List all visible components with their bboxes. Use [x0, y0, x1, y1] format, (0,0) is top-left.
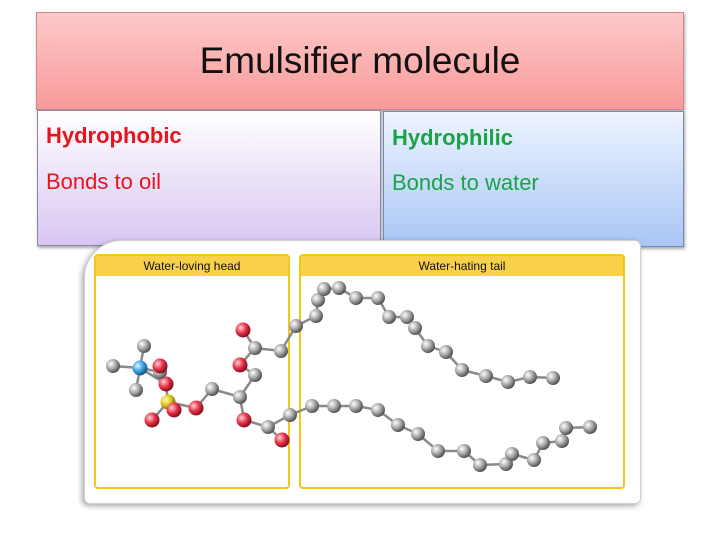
nitrogen-atom: [132, 360, 148, 376]
hydrophobic-heading: Hydrophobic: [46, 123, 182, 148]
carbon-atom: [289, 319, 303, 333]
carbon-atom: [129, 383, 143, 397]
oxygen-atom: [188, 400, 204, 416]
carbon-atom: [559, 421, 573, 435]
oxygen-atom: [158, 376, 174, 392]
carbon-atom: [327, 399, 341, 413]
oxygen-atom: [152, 358, 168, 374]
carbon-atom: [391, 418, 405, 432]
carbon-atom: [205, 382, 219, 396]
carbon-atom: [233, 390, 247, 404]
carbon-atom: [283, 408, 297, 422]
carbon-atom: [261, 420, 275, 434]
title-box: Emulsifier molecule: [36, 12, 684, 110]
molecule-bonds: [112, 286, 591, 467]
slide-title: Emulsifier molecule: [199, 40, 521, 81]
carbon-atom: [501, 375, 515, 389]
oxygen-atom: [235, 322, 251, 338]
carbon-atom: [371, 403, 385, 417]
carbon-atom: [527, 453, 541, 467]
head-panel-label: Water-loving head: [96, 256, 288, 276]
carbon-atom: [408, 321, 422, 335]
carbon-atom: [479, 369, 493, 383]
oxygen-atom: [236, 412, 252, 428]
oxygen-atom: [144, 412, 160, 428]
carbon-atom: [349, 291, 363, 305]
tail-panel-label: Water-hating tail: [301, 256, 623, 276]
carbon-atom: [248, 341, 262, 355]
carbon-atom: [274, 344, 288, 358]
carbon-atom: [523, 370, 537, 384]
carbon-atom: [106, 359, 120, 373]
carbon-atom: [332, 281, 346, 295]
carbon-atom: [583, 420, 597, 434]
hydrophobic-text: Bonds to oil: [46, 169, 161, 194]
carbon-atom: [505, 447, 519, 461]
carbon-atom: [473, 458, 487, 472]
molecule-atoms: [106, 281, 597, 472]
hydrophilic-box: Hydrophilic Bonds to water: [383, 111, 684, 247]
carbon-atom: [309, 309, 323, 323]
carbon-atom: [536, 436, 550, 450]
carbon-atom: [457, 444, 471, 458]
carbon-atom: [137, 339, 151, 353]
carbon-atom: [555, 434, 569, 448]
carbon-atom: [421, 339, 435, 353]
carbon-atom: [411, 427, 425, 441]
hydrophilic-heading: Hydrophilic: [392, 125, 514, 150]
carbon-atom: [371, 291, 385, 305]
carbon-atom: [311, 293, 325, 307]
carbon-atom: [317, 282, 331, 296]
carbon-atom: [400, 310, 414, 324]
carbon-atom: [305, 399, 319, 413]
carbon-atom: [455, 363, 469, 377]
carbon-atom: [439, 345, 453, 359]
oxygen-atom: [232, 357, 248, 373]
hydrophilic-text: Bonds to water: [392, 170, 539, 195]
carbon-atom: [382, 310, 396, 324]
oxygen-atom: [274, 432, 290, 448]
carbon-atom: [349, 399, 363, 413]
carbon-atom: [431, 444, 445, 458]
carbon-atom: [546, 371, 560, 385]
carbon-atom: [248, 368, 262, 382]
oxygen-atom: [166, 402, 182, 418]
